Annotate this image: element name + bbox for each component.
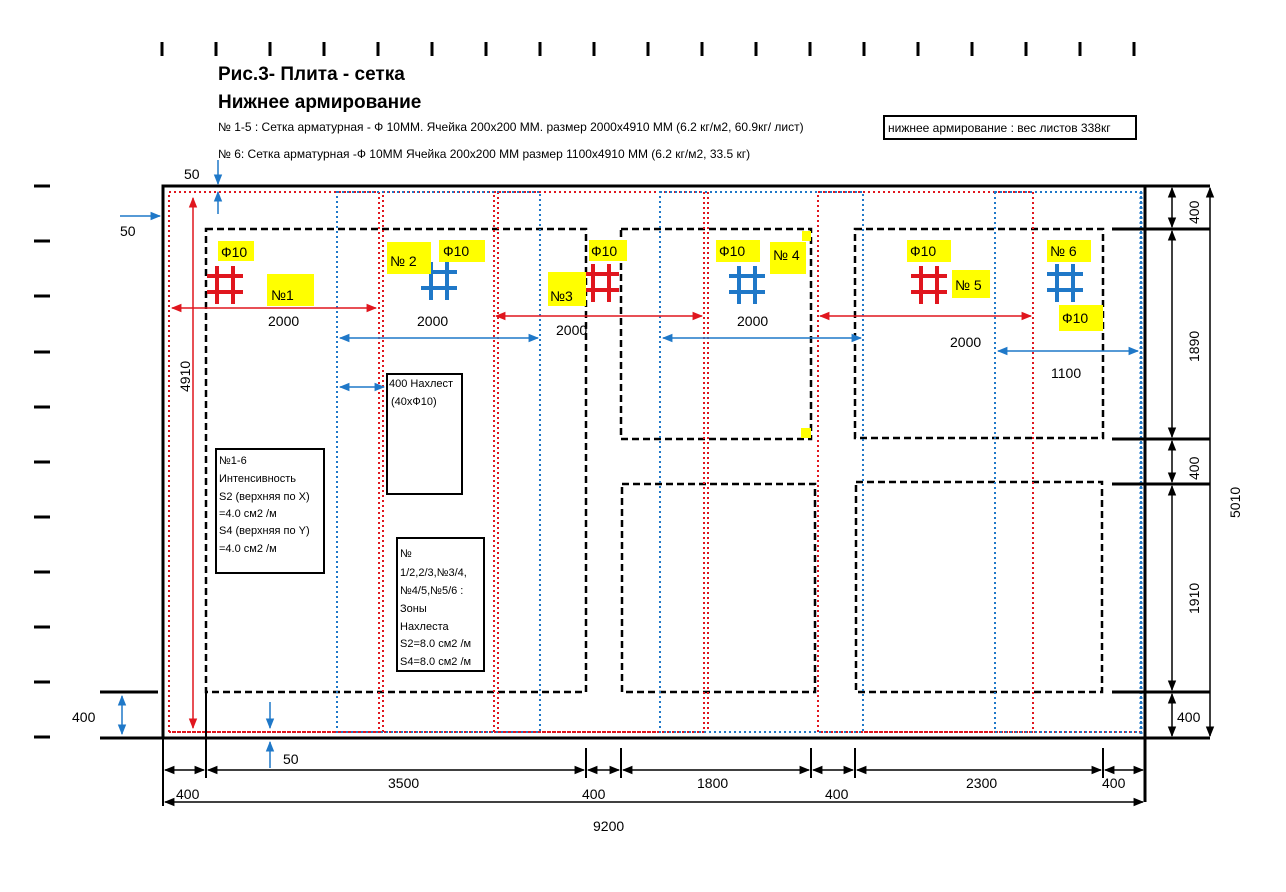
red-mesh-sheets: [168, 191, 1140, 733]
mesh-number-6: № 6: [1050, 243, 1077, 259]
width-label: 2000: [417, 313, 448, 329]
bottom-dim-400: 400: [825, 786, 849, 802]
bottom-dim-400: 400: [582, 786, 606, 802]
mesh-number-5: № 5: [955, 277, 982, 293]
mesh-width-arrows: [170, 303, 1140, 392]
mesh-number-3: №3: [550, 288, 573, 304]
left-dimension: [100, 160, 275, 768]
edge-offset-left: 50: [120, 223, 136, 239]
bottom-dim-3500: 3500: [388, 775, 419, 791]
phi-label: Ф10: [719, 243, 745, 259]
bottom-dim-2300: 2300: [966, 775, 997, 791]
yellow-highlights: [218, 231, 1103, 438]
blue-mesh-sheets: [336, 191, 1143, 737]
edge-offset-bottom: 50: [283, 751, 299, 767]
zones-note-line: S2=8.0 см2 /м: [400, 638, 471, 650]
bottom-dim-400: 400: [176, 786, 200, 802]
blue-mesh-icon: [1047, 264, 1083, 302]
bottom-dim-9200: 9200: [593, 818, 624, 834]
blue-mesh-icon: [729, 266, 765, 304]
top-ruler-ticks: [160, 42, 1136, 56]
bottom-dim-400: 400: [1102, 775, 1126, 791]
mesh-number-2: № 2: [390, 253, 417, 269]
weight-text: нижнее армирование : вес листов 338кг: [888, 121, 1111, 135]
red-mesh-icon: [911, 266, 947, 304]
openings: [204, 227, 1105, 694]
edge-offset-top: 50: [184, 166, 200, 182]
page-title: Рис.3- Плита - сетка: [218, 64, 405, 85]
width-label: 2000: [950, 334, 981, 350]
right-dim-5010: 5010: [1227, 487, 1243, 518]
phi-label: Ф10: [910, 243, 936, 259]
right-dim-400: 400: [1186, 200, 1202, 224]
red-mesh-icon: [583, 264, 619, 302]
intensity-note-line: Интенсивность: [219, 473, 296, 485]
zones-note-line: S4=8.0 см2 /м: [400, 656, 471, 668]
right-dim-1890: 1890: [1186, 331, 1202, 362]
phi-label: Ф10: [1062, 310, 1088, 326]
red-mesh-icon: [207, 266, 243, 304]
mesh-number-1: №1: [271, 287, 294, 303]
phi-label: Ф10: [221, 244, 247, 260]
phi-label: Ф10: [443, 243, 469, 259]
edge-offset-bottom-left: 400: [72, 709, 96, 725]
weight-box: [883, 115, 1137, 140]
width-label: 2000: [268, 313, 299, 329]
mesh-spec-1: № 1-5 : Сетка арматурная - Ф 10ММ. Ячейк…: [218, 120, 804, 134]
intensity-note-box: [215, 448, 325, 574]
bottom-dim-1800: 1800: [697, 775, 728, 791]
right-dim-400: 400: [1177, 709, 1201, 725]
left-ruler-ticks: [34, 184, 50, 739]
lap-note-line: 400 Нахлест: [389, 378, 453, 390]
width-label: 2000: [556, 322, 587, 338]
right-dim-1910: 1910: [1186, 583, 1202, 614]
zones-note-line: Нахлеста: [400, 621, 450, 633]
zones-note-line: №4/5,№5/6 :: [400, 585, 463, 597]
mesh-number-4: № 4: [773, 247, 800, 263]
right-dim-400: 400: [1186, 456, 1202, 480]
right-frame: [1112, 184, 1210, 802]
zones-note-line: №: [400, 548, 412, 560]
zones-note-line: 1/2,2/3,№3/4,: [400, 567, 467, 579]
intensity-note-line: №1-6: [219, 455, 247, 467]
mesh-spec-6: № 6: Сетка арматурная -Ф 10ММ Ячейка 200…: [218, 147, 750, 161]
zones-note-box: [396, 537, 485, 672]
phi-label: Ф10: [591, 243, 617, 259]
mesh-length-label: 4910: [177, 361, 193, 392]
intensity-note-line: S4 (верхняя по Y): [219, 525, 310, 537]
intensity-note-line: =4.0 см2 /м: [219, 508, 277, 520]
lap-note-line: (40хФ10): [391, 396, 437, 408]
bottom-dimension-lines: [162, 692, 1145, 807]
intensity-note-line: S2 (верхняя по X): [219, 491, 310, 503]
intensity-note-line: =4.0 см2 /м: [219, 543, 277, 555]
lap-note-box: [386, 373, 463, 495]
right-dimension-lines: [1167, 186, 1215, 738]
page-subtitle: Нижнее армирование: [218, 92, 421, 113]
width-label: 1100: [1051, 365, 1081, 381]
zones-note-line: Зоны: [400, 603, 427, 615]
width-label: 2000: [737, 313, 768, 329]
